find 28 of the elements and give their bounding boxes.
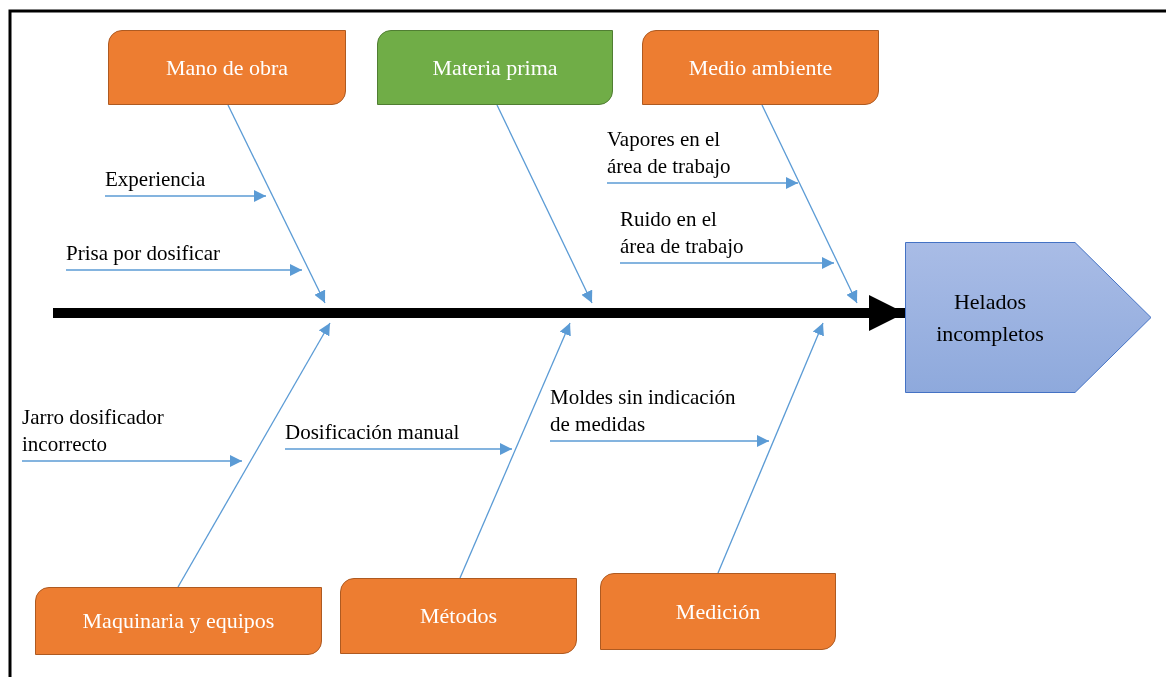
category-box: Medición [600, 573, 836, 650]
arrow [717, 322, 824, 574]
category-box: Materia prima [377, 30, 613, 105]
arrow [606, 177, 799, 189]
arrow [104, 190, 267, 202]
arrow [177, 322, 331, 588]
cause-label: Moldes sin indicación de medidas [550, 384, 748, 438]
effect-pentagon: Helados incompletos [905, 242, 1152, 393]
cause-label: Jarro dosificador incorrecto [22, 404, 207, 458]
arrow [284, 443, 513, 455]
cause-label: Ruido en el área de trabajo [620, 206, 750, 260]
arrow [65, 264, 303, 276]
arrow [459, 322, 571, 579]
category-box: Mano de obra [108, 30, 346, 105]
arrow [549, 435, 770, 447]
arrow [21, 455, 243, 467]
arrow [496, 104, 593, 304]
arrow [761, 104, 858, 304]
cause-label: Dosificación manual [285, 419, 460, 446]
arrow [227, 104, 326, 304]
cause-label: Vapores en el área de trabajo [607, 126, 757, 180]
cause-label: Experiencia [105, 166, 206, 193]
spine-arrow [53, 295, 905, 331]
category-box: Métodos [340, 578, 577, 654]
category-box: Medio ambiente [642, 30, 879, 105]
cause-label: Prisa por dosificar [66, 240, 220, 267]
category-box: Maquinaria y equipos [35, 587, 322, 655]
arrow [619, 257, 835, 269]
